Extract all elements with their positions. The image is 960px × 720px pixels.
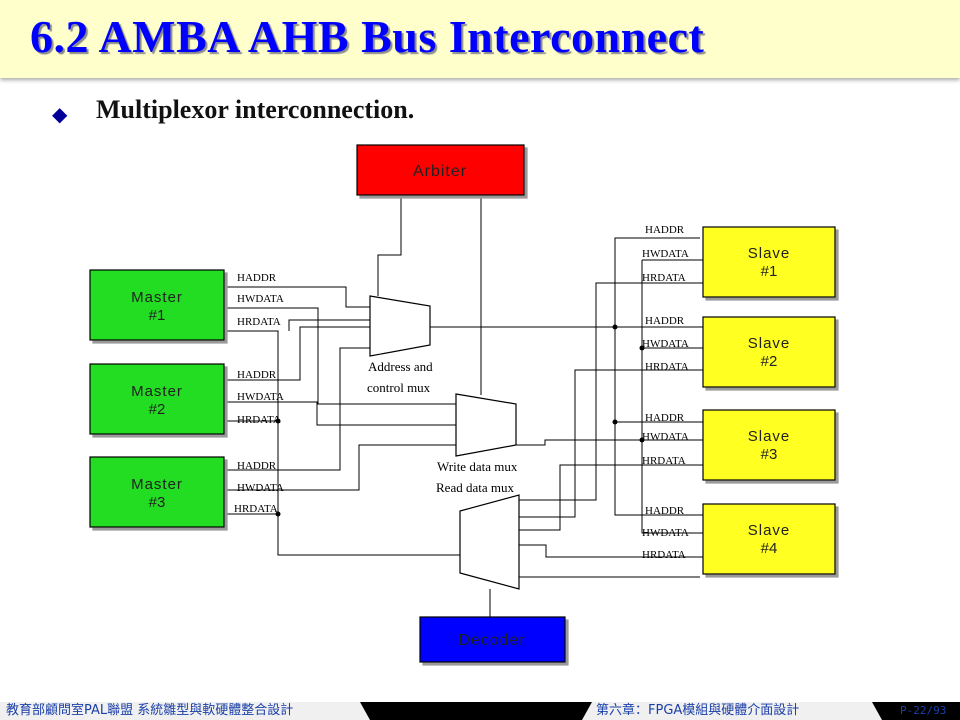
master-3-label: Master xyxy=(131,476,183,493)
address-mux-label-line2: control mux xyxy=(367,380,431,395)
slave-4-block: Slave #4 xyxy=(702,503,836,575)
title-band xyxy=(0,0,960,78)
footer-page-number: P-22/93 xyxy=(900,702,947,720)
s3-haddr-label: HADDR xyxy=(645,412,685,424)
decoder-label: Decoder xyxy=(458,632,525,649)
s4-hrdata-label: HRDATA xyxy=(642,549,686,561)
slave-4-label: Slave xyxy=(748,522,791,539)
master-2-label: Master xyxy=(131,383,183,400)
master-signal-labels: HADDR HWDATA HRDATA HADDR HWDATA HRDATA … xyxy=(234,272,284,515)
slave-2-label: Slave xyxy=(748,335,791,352)
master-1-number: #1 xyxy=(149,307,166,324)
slave-3-label: Slave xyxy=(748,428,791,445)
m3-hwdata-label: HWDATA xyxy=(237,482,284,494)
master-1-label: Master xyxy=(131,289,183,306)
s2-haddr-label: HADDR xyxy=(645,315,685,327)
s1-hrdata-label: HRDATA xyxy=(642,272,686,284)
m3-hrdata-label: HRDATA xyxy=(234,503,278,515)
s3-hrdata-label: HRDATA xyxy=(642,455,686,467)
master-2-block: Master #2 xyxy=(89,363,225,435)
m1-hwdata-label: HWDATA xyxy=(237,293,284,305)
slide-title: 6.2 AMBA AHB Bus Interconnect xyxy=(30,11,705,62)
slave-1-label: Slave xyxy=(748,245,791,262)
slave-1-block: Slave #1 xyxy=(702,226,836,298)
m2-haddr-label: HADDR xyxy=(237,369,277,381)
m3-haddr-label: HADDR xyxy=(237,460,277,472)
junction-dots xyxy=(275,324,645,517)
m1-haddr-label: HADDR xyxy=(237,272,277,284)
master-2-number: #2 xyxy=(149,401,166,418)
s3-hwdata-label: HWDATA xyxy=(642,431,689,443)
s2-hwdata-label: HWDATA xyxy=(642,338,689,350)
m1-hrdata-label: HRDATA xyxy=(237,316,281,328)
slave-2-block: Slave #2 xyxy=(702,316,836,388)
write-data-mux xyxy=(455,393,517,457)
s2-hrdata-label: HRDATA xyxy=(645,361,689,373)
arbiter-label: Arbiter xyxy=(413,163,467,180)
master-1-block: Master #1 xyxy=(89,269,225,341)
arbiter-block: Arbiter xyxy=(356,144,525,196)
s4-hwdata-label: HWDATA xyxy=(642,527,689,539)
s1-haddr-label: HADDR xyxy=(645,224,685,236)
s4-haddr-label: HADDR xyxy=(645,505,685,517)
read-data-mux xyxy=(459,494,520,590)
bullet-text: Multiplexor interconnection. xyxy=(96,95,415,124)
wires xyxy=(224,195,703,617)
slave-3-block: Slave #3 xyxy=(702,409,836,481)
write-mux-label: Write data mux xyxy=(437,459,518,474)
master-3-block: Master #3 xyxy=(89,456,225,528)
s1-hwdata-label: HWDATA xyxy=(642,248,689,260)
slave-4-number: #4 xyxy=(761,540,778,557)
slave-1-number: #1 xyxy=(761,263,778,280)
m2-hrdata-label: HRDATA xyxy=(237,414,281,426)
address-mux-label-line1: Address and xyxy=(368,359,433,374)
slave-signal-labels: HADDR HWDATA HRDATA HADDR HWDATA HRDATA … xyxy=(642,224,689,561)
footer-course-title: 教育部顧問室PAL聯盟 系統雛型與軟硬體整合設計 xyxy=(0,702,370,720)
read-mux-label: Read data mux xyxy=(436,480,514,495)
master-3-number: #3 xyxy=(149,494,166,511)
address-control-mux xyxy=(369,295,431,357)
decoder-block: Decoder xyxy=(419,616,566,663)
m2-hwdata-label: HWDATA xyxy=(237,391,284,403)
diamond-bullet-icon: ◆ xyxy=(52,104,68,126)
slave-2-number: #2 xyxy=(761,353,778,370)
footer-chapter-title: 第六章：FPGA模組與硬體介面設計 xyxy=(582,702,882,720)
mux-labels: Address and control mux Write data mux R… xyxy=(367,359,518,495)
slave-3-number: #3 xyxy=(761,446,778,463)
